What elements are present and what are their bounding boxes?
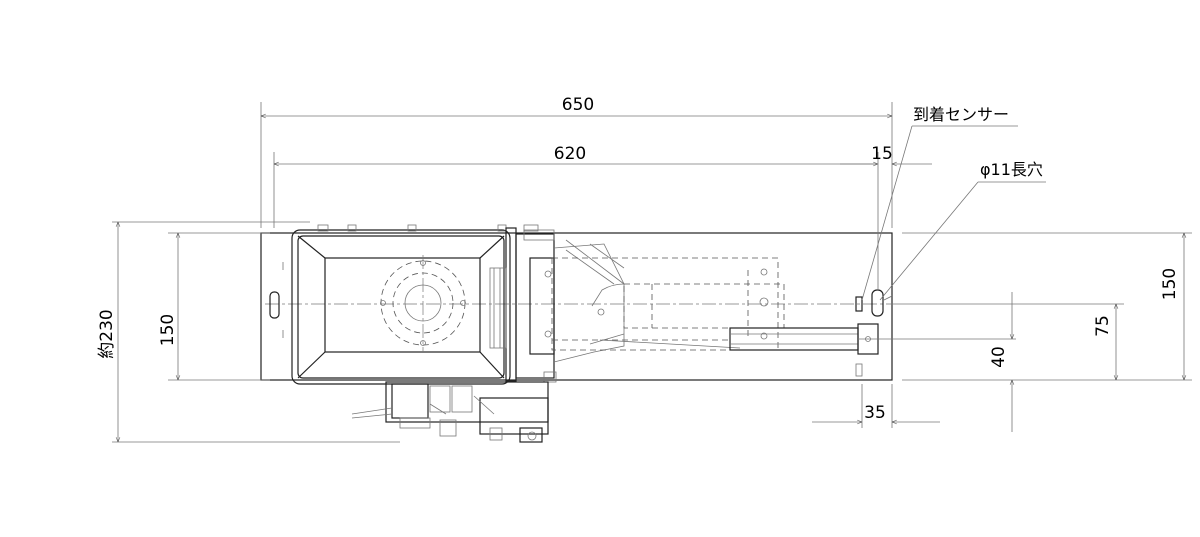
base-plate bbox=[260, 232, 893, 381]
chute bbox=[553, 239, 625, 363]
dim-slot-offset: 35 bbox=[864, 403, 886, 423]
label-slot-hole: φ11長穴 bbox=[980, 160, 1043, 179]
arrival-sensor bbox=[855, 296, 863, 377]
dim-slot-center: 75 bbox=[1093, 315, 1113, 337]
leader-lines bbox=[861, 125, 1046, 301]
dim-frame-length: 620 bbox=[554, 144, 586, 164]
dim-left-width: 150 bbox=[158, 314, 178, 346]
rotor-disc bbox=[380, 255, 466, 352]
bracket-plates bbox=[489, 227, 557, 383]
cylinder-housing bbox=[551, 257, 785, 351]
pusher-rail bbox=[729, 323, 879, 355]
dim-right-width: 150 bbox=[1160, 268, 1180, 300]
dimension-lines bbox=[115, 113, 1187, 443]
dim-overall-length: 650 bbox=[562, 95, 594, 115]
extension-lines bbox=[112, 102, 1192, 443]
hopper-unit bbox=[269, 224, 539, 385]
dim-rail-height: 40 bbox=[989, 346, 1009, 368]
drive-block bbox=[351, 381, 549, 443]
slot-hole bbox=[871, 289, 893, 317]
dim-total-width: 約230 bbox=[97, 309, 117, 358]
dim-sensor-offset: 15 bbox=[871, 144, 893, 164]
label-arrival-sensor: 到着センサー bbox=[913, 105, 1009, 124]
